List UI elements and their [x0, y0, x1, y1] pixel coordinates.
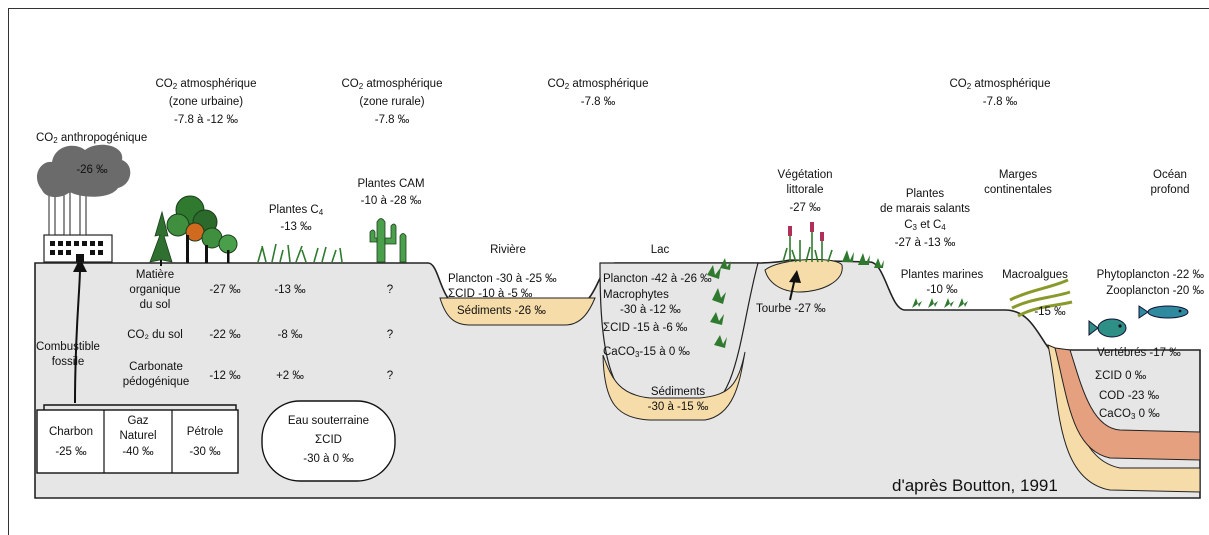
lake-plancton: Plancton -42 à -26 ‰: [603, 273, 712, 285]
anthropogenic-value: -26 ‰: [76, 164, 108, 176]
peat-mound: [764, 258, 843, 293]
atm-ocean-value: -7.8 ‰: [982, 96, 1018, 108]
fish-icon: [1088, 305, 1189, 338]
c4-grass-icon: [257, 243, 343, 263]
fossil-coal-value: -25 ‰: [55, 446, 87, 458]
soil-row-3-c4: +2 ‰: [276, 370, 304, 382]
lake-label: Lac: [650, 244, 670, 256]
atm-lake-value: -7.8 ‰: [580, 96, 616, 108]
fossil-arrow: [74, 267, 81, 404]
ocean-orange-layer: [1054, 347, 1201, 461]
cactus-icon: [369, 218, 407, 263]
soil-row-1-c3: -27 ‰: [209, 284, 241, 296]
marine-plants-value: -10 ‰: [926, 284, 958, 296]
cam-plants-value: -10 à -28 ‰: [360, 195, 422, 207]
ocean-line1: Océan: [1153, 169, 1187, 181]
smoke-cloud: [36, 144, 131, 198]
littoral-value: -27 ‰: [789, 202, 821, 214]
macroalgae-icon: [1009, 278, 1073, 318]
salt-line1: Plantes: [905, 188, 945, 200]
atm-ocean-title: CO2 atmosphérique: [949, 78, 1051, 91]
littoral-vegetation-icon: [782, 222, 833, 263]
groundwater-line2: ΣCID: [315, 434, 342, 446]
credit-text: d'après Boutton, 1991: [892, 476, 1058, 495]
ocean-line2: profond: [1150, 184, 1190, 196]
trees-icon: [149, 195, 238, 266]
atm-rural-value: -7.8 ‰: [374, 114, 410, 126]
c4-plants-value: -13 ‰: [280, 221, 312, 233]
fossil-box: [36, 409, 239, 474]
river-label: Rivière: [490, 244, 526, 256]
phyto-label: Phytoplancton -22 ‰: [1096, 269, 1204, 281]
soil-row-2-cam: ?: [386, 329, 394, 341]
factory-icon: [43, 191, 113, 263]
soil-row-3-c3: -12 ‰: [209, 370, 241, 382]
fossil-oil-value: -30 ‰: [189, 446, 221, 458]
fossil-oil-name: Pétrole: [186, 426, 224, 438]
anthropogenic-label: CO2 anthropogénique: [36, 132, 148, 145]
soil-row-1-cam: ?: [386, 284, 394, 296]
salt-line2: de marais salants: [879, 203, 971, 215]
river-sediment: [439, 297, 596, 326]
fossil-coal-name: Charbon: [48, 426, 94, 438]
ocean-cid: ΣCID 0 ‰: [1095, 370, 1147, 382]
lake-macro-label: Macrophytes: [603, 289, 669, 301]
atm-rural-zone: (zone rurale): [359, 96, 425, 108]
groundwater-value: -30 à 0 ‰: [303, 453, 354, 465]
soil-row-3-cam: ?: [386, 370, 394, 382]
littoral-line2: littorale: [786, 184, 824, 196]
salt-line3: C3 et C4: [904, 219, 946, 232]
cam-plants-label: Plantes CAM: [357, 178, 425, 190]
vert-label: Vertébrés -17 ‰: [1097, 347, 1181, 359]
soil-row-1-c4: -13 ‰: [274, 284, 306, 296]
fossil-arrow-head: [73, 258, 87, 272]
marine-plants-label: Plantes marines: [900, 269, 984, 281]
salt-marsh-plants-icon: [842, 250, 884, 268]
ocean-caco3: CaCO3 0 ‰: [1099, 408, 1160, 421]
fossil-gas-value: -40 ‰: [122, 446, 154, 458]
river-cid: ΣCID -10 à -5 ‰: [448, 288, 533, 300]
littoral-line1: Végétation: [777, 169, 833, 181]
atm-urban-zone: (zone urbaine): [168, 96, 244, 108]
lake-caco3: CaCO3-15 à 0 ‰: [603, 346, 690, 359]
peat-arrow-head: [789, 270, 801, 283]
lake-sediment: [602, 351, 746, 421]
c4-plants-label: Plantes C4: [268, 204, 324, 217]
river-sediments: Sédiments -26 ‰: [457, 305, 546, 317]
atm-urban-value: -7.8 à -12 ‰: [174, 114, 238, 126]
atm-rural-title: CO2 atmosphérique: [341, 78, 443, 91]
lake-sed-value: -30 à -15 ‰: [647, 401, 709, 413]
salt-value: -27 à -13 ‰: [894, 237, 956, 249]
river-plancton: Plancton -30 à -25 ‰: [448, 273, 557, 285]
atm-urban-title: CO2 atmosphérique: [155, 78, 257, 91]
macroalgae-label: Macroalgues: [1002, 269, 1068, 281]
atm-lake-title: CO2 atmosphérique: [547, 78, 649, 91]
soil-row-2-label: CO₂ du sol: [127, 329, 183, 341]
peat-label: Tourbe -27 ‰: [756, 303, 826, 315]
zoo-label: Zooplancton -20 ‰: [1106, 285, 1204, 297]
macrophytes-icon: [707, 258, 731, 348]
groundwater-line1: Eau souterraine: [287, 415, 370, 427]
marine-plants-icon: [912, 298, 968, 308]
soil-row-2-c3: -22 ‰: [209, 329, 241, 341]
lake-sed-label: Sédiments: [650, 386, 706, 398]
macroalgae-value: -15 ‰: [1034, 306, 1066, 318]
margins-line1: Marges: [998, 169, 1038, 181]
lake-cid: ΣCID -15 à -6 ‰: [603, 322, 688, 334]
groundwater-bubble: [261, 400, 396, 482]
margins-line2: continentales: [984, 184, 1052, 196]
soil-row-2-c4: -8 ‰: [277, 329, 303, 341]
ocean-cod: COD -23 ‰: [1099, 390, 1160, 402]
figure-frame: [8, 8, 1209, 535]
lake-macro-value: -30 à -12 ‰: [620, 304, 681, 316]
